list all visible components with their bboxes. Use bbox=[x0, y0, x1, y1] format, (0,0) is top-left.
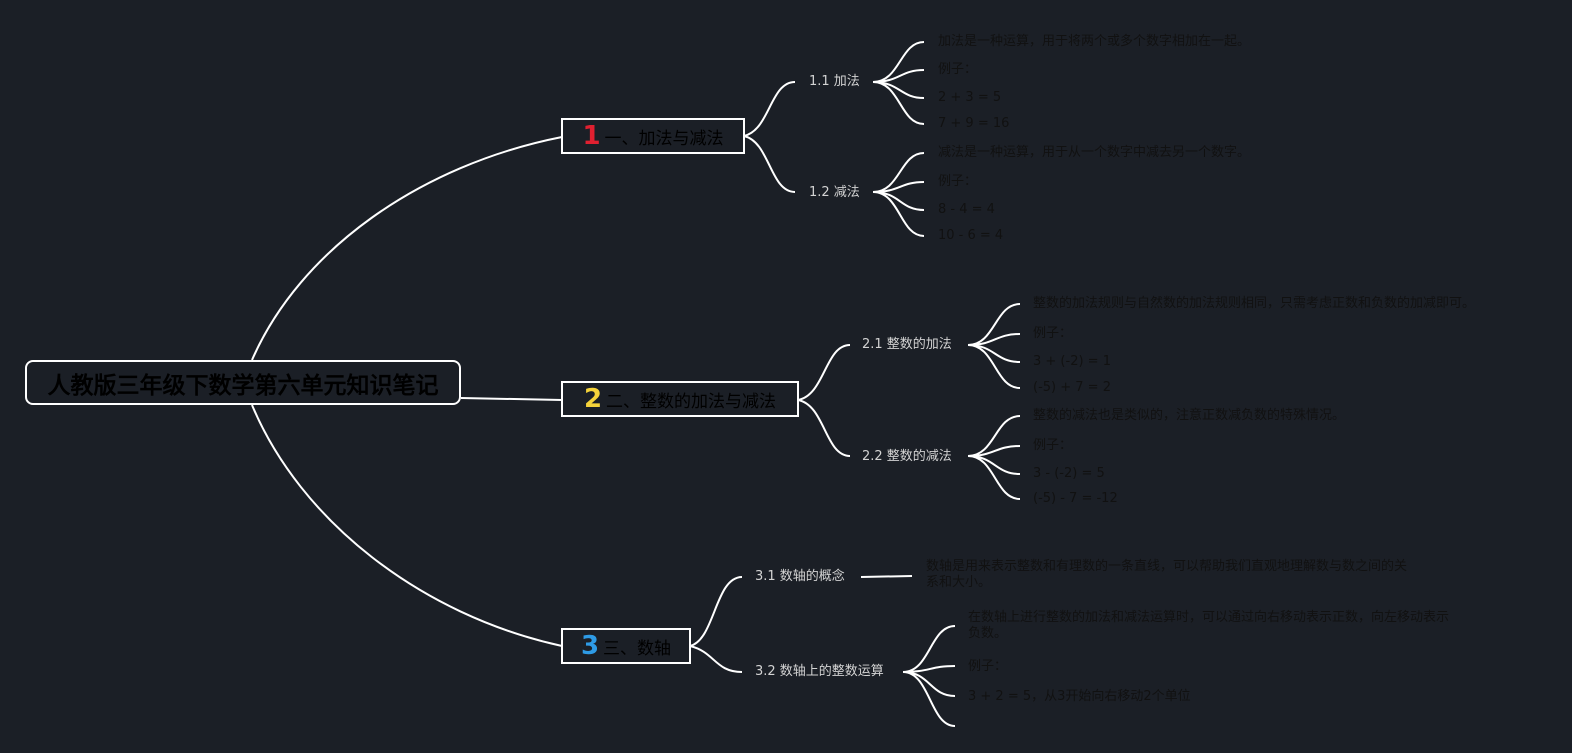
connector-branch-3-sub-2 bbox=[689, 645, 743, 673]
leaf-2-1-2[interactable]: 例子： bbox=[1033, 326, 1073, 341]
branch-label-1: 一、加法与减法 bbox=[604, 128, 724, 149]
connector-sub-2-2-leaves bbox=[967, 415, 1021, 500]
leaf-1-2-4[interactable]: 10 - 6 = 4 bbox=[938, 228, 1004, 243]
connector-branch-2-sub-1 bbox=[797, 344, 851, 401]
subtopic-3-1[interactable]: 3.1 数轴的概念 bbox=[755, 569, 845, 584]
branch-label-3: 三、数轴 bbox=[603, 638, 672, 659]
branch-number-3: 3 bbox=[580, 631, 600, 661]
subtopic-1-2[interactable]: 1.2 减法 bbox=[809, 185, 860, 200]
subtopic-1-1[interactable]: 1.1 加法 bbox=[809, 74, 860, 89]
subtopic-2-2[interactable]: 2.2 整数的减法 bbox=[862, 449, 952, 464]
connector-branch-1-sub-1 bbox=[743, 81, 796, 137]
leaf-2-2-4[interactable]: (-5) - 7 = -12 bbox=[1033, 491, 1118, 506]
connector-sub-1-2-leaves bbox=[872, 152, 925, 237]
leaf-1-2-2[interactable]: 例子： bbox=[938, 174, 978, 189]
leaf-2-2-2[interactable]: 例子： bbox=[1033, 438, 1073, 453]
connector-sub-2-1-leaves bbox=[967, 303, 1021, 389]
leaf-2-1-3[interactable]: 3 + (-2) = 1 bbox=[1033, 354, 1111, 369]
leaf-1-2-3[interactable]: 8 - 4 = 4 bbox=[938, 202, 995, 217]
leaf-3-2-1[interactable]: 在数轴上进行整数的加法和减法运算时，可以通过向右移动表示正数，向左移动表示负数。 bbox=[968, 610, 1450, 641]
leaf-2-1-4[interactable]: (-5) + 7 = 2 bbox=[1033, 380, 1111, 395]
leaf-3-1-1[interactable]: 数轴是用来表示整数和有理数的一条直线，可以帮助我们直观地理解数与数之间的关系和大… bbox=[926, 559, 1408, 590]
connector-root-branch-1 bbox=[251, 136, 563, 361]
leaf-2-1-1[interactable]: 整数的加法规则与自然数的加法规则相同，只需考虑正数和负数的加减即可。 bbox=[1033, 296, 1476, 311]
leaf-1-1-4[interactable]: 7 + 9 = 16 bbox=[938, 116, 1010, 131]
leaf-1-1-1[interactable]: 加法是一种运算，用于将两个或多个数字相加在一起。 bbox=[938, 34, 1251, 49]
connector-branch-2-sub-2 bbox=[797, 399, 851, 457]
leaf-3-2-3[interactable]: 3 + 2 = 5，从3开始向右移动2个单位 bbox=[968, 689, 1191, 704]
subtopic-2-1[interactable]: 2.1 整数的加法 bbox=[862, 337, 952, 352]
branch-topic-1[interactable]: 1 一、加法与减法 bbox=[561, 118, 745, 154]
connector-root-branch-3 bbox=[251, 404, 563, 647]
leaf-1-2-1[interactable]: 减法是一种运算，用于从一个数字中减去另一个数字。 bbox=[938, 145, 1251, 160]
branch-label-2: 二、整数的加法与减法 bbox=[606, 391, 777, 412]
connector-branch-3-sub-1 bbox=[689, 576, 743, 647]
leaf-1-1-3[interactable]: 2 + 3 = 5 bbox=[938, 90, 1002, 105]
leaf-1-1-2[interactable]: 例子： bbox=[938, 62, 978, 77]
leaf-3-2-2[interactable]: 例子： bbox=[968, 659, 1008, 674]
branch-topic-2[interactable]: 2 二、整数的加法与减法 bbox=[561, 381, 799, 417]
branch-topic-3[interactable]: 3 三、数轴 bbox=[561, 628, 691, 664]
connector-sub-3-1-leaves bbox=[860, 575, 913, 578]
branch-number-2: 2 bbox=[583, 384, 603, 414]
root-topic[interactable]: 人教版三年级下数学第六单元知识笔记 bbox=[25, 360, 461, 405]
connector-sub-1-1-leaves bbox=[872, 41, 925, 125]
connector-sub-3-2-leaves bbox=[902, 625, 956, 727]
subtopic-3-2[interactable]: 3.2 数轴上的整数运算 bbox=[755, 664, 884, 679]
branch-number-1: 1 bbox=[582, 121, 601, 151]
leaf-2-2-3[interactable]: 3 - (-2) = 5 bbox=[1033, 466, 1105, 481]
connector-branch-1-sub-2 bbox=[743, 135, 796, 193]
leaf-2-2-1[interactable]: 整数的减法也是类似的，注意正数减负数的特殊情况。 bbox=[1033, 408, 1346, 423]
connector-root-branch-2 bbox=[460, 397, 563, 401]
